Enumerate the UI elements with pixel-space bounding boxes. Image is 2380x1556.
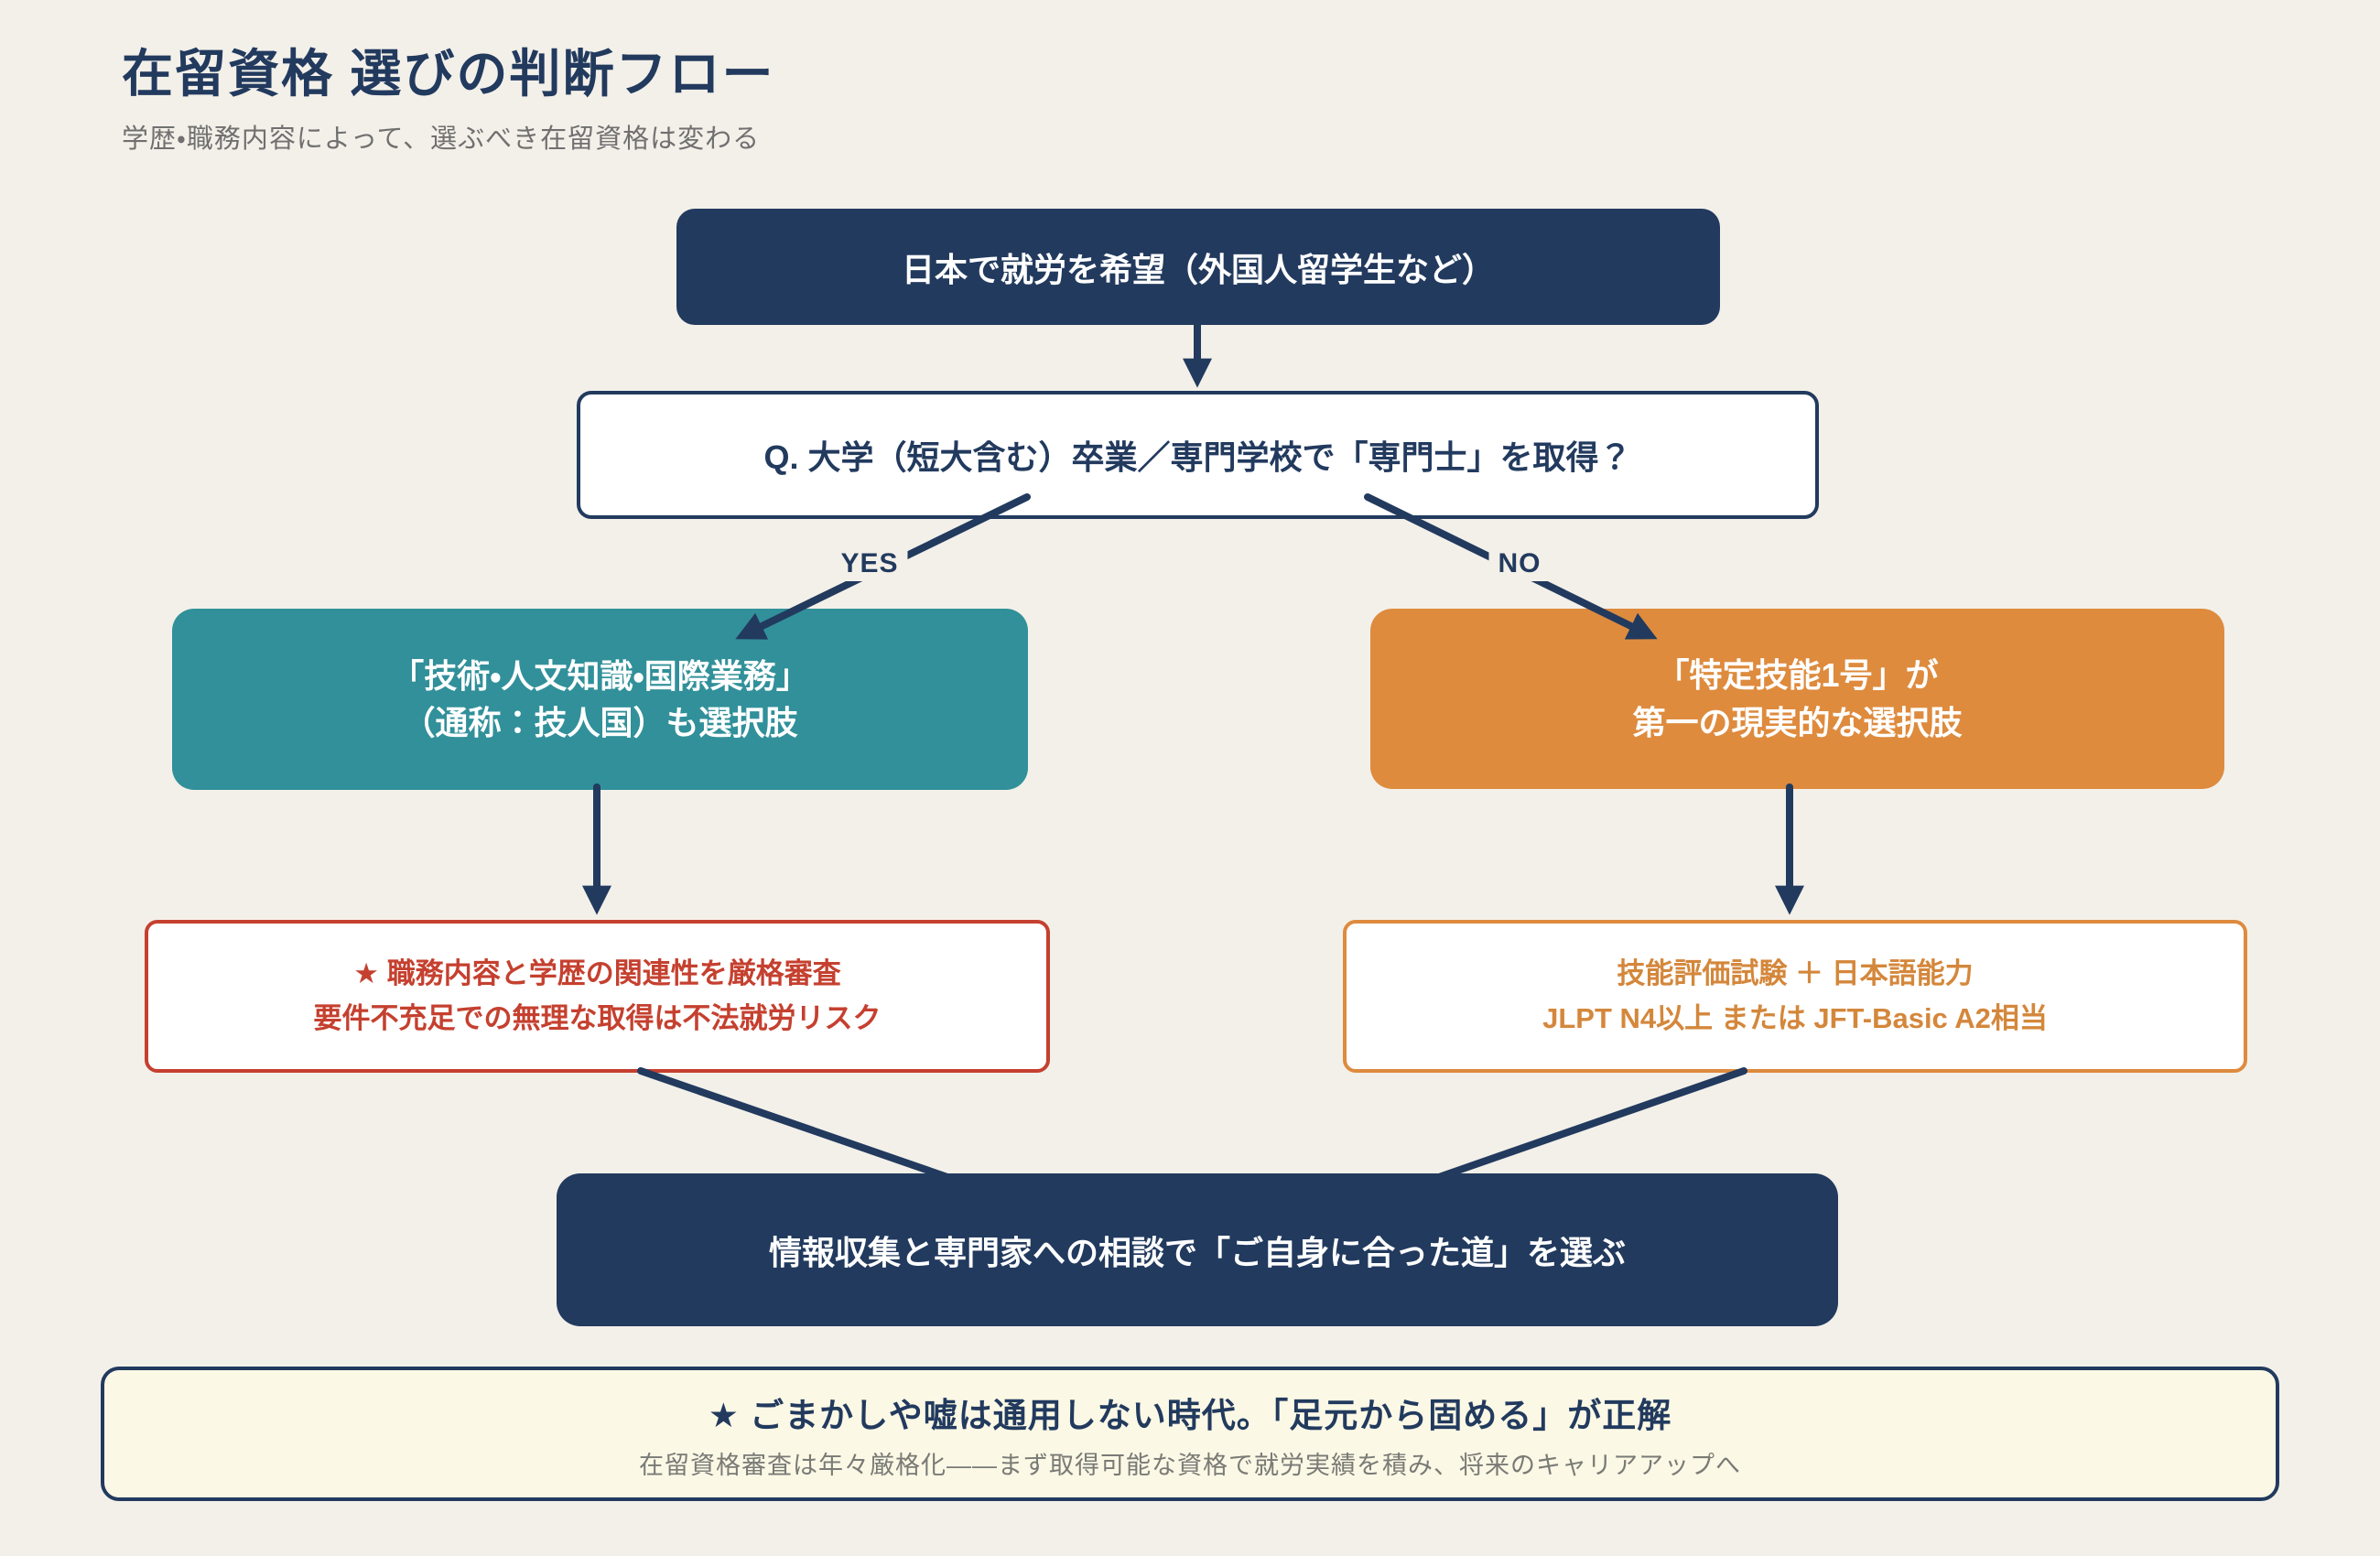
node-skill-exam-note: 技能評価試験 ＋ 日本語能力 JLPT N4以上 または JFT-Basic A… <box>1343 920 2247 1073</box>
bottom-callout: ★ ごまかしや嘘は通用しない時代。「足元から固める」が正解 在留資格審査は年々厳… <box>101 1367 2279 1501</box>
callout-main-text: ★ ごまかしや嘘は通用しない時代。「足元から固める」が正解 <box>708 1396 1672 1434</box>
node-tokutei-line1: 「特定技能1号」が <box>1656 656 1939 695</box>
callout-sub-text: 在留資格審査は年々厳格化——まず取得可能な資格で就労実績を積み、将来のキャリアア… <box>639 1451 1741 1479</box>
exam-note-line2: JLPT N4以上 または JFT-Basic A2相当 <box>1542 1001 2048 1034</box>
exam-note-line1: 技能評価試験 ＋ 日本語能力 <box>1617 957 1974 990</box>
yes-label: YES <box>831 546 908 581</box>
node-start-text: 日本で就労を希望（外国人留学生など） <box>901 250 1495 288</box>
no-label: NO <box>1488 546 1551 581</box>
node-conclusion: 情報収集と専門家への相談で「ご自身に合った道」を選ぶ <box>557 1173 1838 1326</box>
node-gijinkoku-option: 「技術・人文知識・国際業務」 （通称：技人国）も選択肢 <box>172 609 1028 790</box>
screening-note-line1: ★ 職務内容と学歴の関連性を厳格審査 <box>353 957 841 990</box>
node-question: Q. 大学（短大含む）卒業／専門学校で「専門士」を取得？ <box>577 391 1819 519</box>
page-subtitle: 学歴・職務内容によって、選ぶべき在留資格は変わる <box>122 124 761 154</box>
connector-screening-note-to-conclusion <box>637 1067 951 1181</box>
node-start: 日本で就労を希望（外国人留学生など） <box>676 209 1720 325</box>
node-question-text: Q. 大学（短大含む）卒業／専門学校で「専門士」を取得？ <box>763 438 1632 476</box>
page-title: 在留資格 選びの判断フロー <box>122 45 775 103</box>
node-tokutei-ginou-option: 「特定技能1号」が 第一の現実的な選択肢 <box>1370 609 2224 789</box>
node-gijinkoku-line2: （通称：技人国）も選択肢 <box>402 704 798 741</box>
node-conclusion-text: 情報収集と専門家への相談で「ご自身に合った道」を選ぶ <box>768 1233 1626 1271</box>
connector-exam-note-to-conclusion <box>1435 1067 1747 1181</box>
node-strict-screening-note: ★ 職務内容と学歴の関連性を厳格審査 要件不充足での無理な取得は不法就労リスク <box>145 920 1050 1073</box>
screening-note-line2: 要件不充足での無理な取得は不法就労リスク <box>313 1001 882 1034</box>
node-gijinkoku-line1: 「技術・人文知識・国際業務」 <box>391 656 809 695</box>
node-tokutei-line2: 第一の現実的な選択肢 <box>1632 703 1963 741</box>
